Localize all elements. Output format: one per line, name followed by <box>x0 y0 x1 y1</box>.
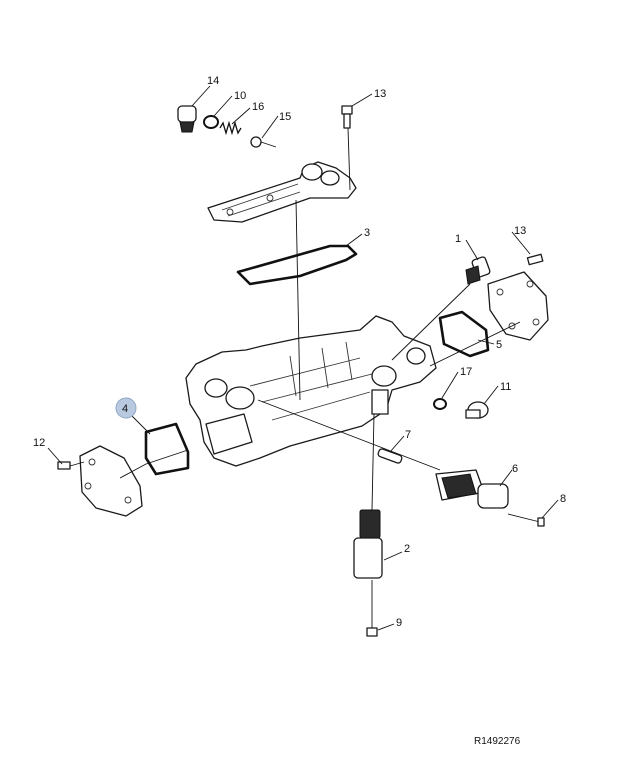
o-ring-part-10[interactable] <box>203 115 219 129</box>
pin-part-7[interactable] <box>377 448 403 464</box>
callout-13-right[interactable]: 13 <box>514 225 526 237</box>
callout-12[interactable]: 12 <box>33 437 45 449</box>
main-housing[interactable] <box>185 315 437 467</box>
callout-4[interactable]: 4 <box>122 403 128 415</box>
assembly-axis-lines <box>119 127 521 511</box>
bolt-part-9[interactable] <box>366 580 378 637</box>
top-cover-plate[interactable] <box>207 161 357 223</box>
callout-10[interactable]: 10 <box>234 90 246 102</box>
callout-3[interactable]: 3 <box>364 227 370 239</box>
gasket-part-5[interactable] <box>438 310 490 358</box>
callout-16[interactable]: 16 <box>252 101 264 113</box>
bolt-part-13-top[interactable] <box>341 105 353 129</box>
o-ring-part-17[interactable] <box>433 398 447 410</box>
side-cover-plate[interactable] <box>487 271 549 341</box>
solenoid-part-6[interactable] <box>435 469 509 509</box>
callout-13-top[interactable]: 13 <box>374 88 386 100</box>
callout-leaders <box>47 85 559 631</box>
callout-17[interactable]: 17 <box>460 366 472 378</box>
plug-part-11[interactable] <box>465 401 489 419</box>
callout-5[interactable]: 5 <box>496 339 502 351</box>
callout-7[interactable]: 7 <box>405 429 411 441</box>
reference-code: R1492276 <box>474 736 521 747</box>
solenoid-fitting-part-1[interactable] <box>465 256 491 285</box>
callout-2[interactable]: 2 <box>404 543 410 555</box>
sensor-part-2[interactable] <box>353 509 383 579</box>
highlight-marker <box>115 397 137 419</box>
plug-part-14[interactable] <box>177 105 197 133</box>
bolt-part-13-right[interactable] <box>526 253 544 266</box>
gasket-part-3[interactable] <box>236 244 358 286</box>
spring-part-16[interactable] <box>219 120 242 136</box>
callout-6[interactable]: 6 <box>512 463 518 475</box>
callout-9[interactable]: 9 <box>396 617 402 629</box>
bolt-part-15[interactable] <box>250 136 277 148</box>
callout-15[interactable]: 15 <box>279 111 291 123</box>
callout-14[interactable]: 14 <box>207 75 219 87</box>
callout-8[interactable]: 8 <box>560 493 566 505</box>
callout-1[interactable]: 1 <box>455 233 461 245</box>
bolt-part-8[interactable] <box>507 513 545 527</box>
callout-11[interactable]: 11 <box>500 381 511 393</box>
left-bracket-cover[interactable] <box>79 445 143 517</box>
callout-labels: 14 10 16 15 13 3 1 13 5 17 11 4 7 12 6 8… <box>33 75 566 629</box>
bolt-part-12[interactable] <box>57 461 85 470</box>
gasket-part-4[interactable] <box>144 422 190 476</box>
